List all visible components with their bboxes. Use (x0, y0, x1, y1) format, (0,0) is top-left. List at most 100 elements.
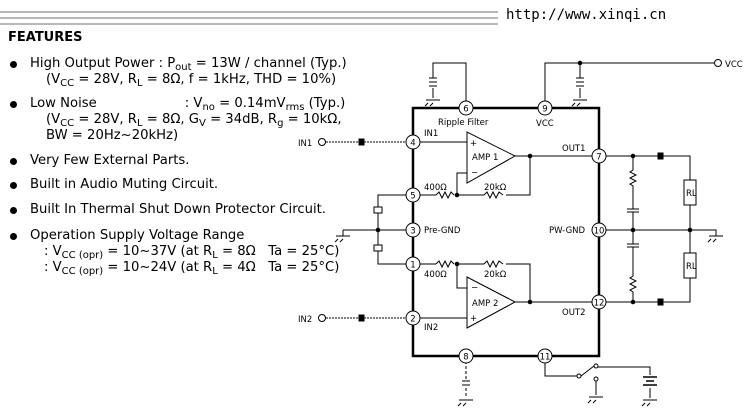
vcc-supply-label: VCC (725, 60, 743, 70)
feature-text: L (136, 118, 143, 129)
rl1-label: RL (686, 189, 697, 199)
resistor-400-label: 400Ω (424, 270, 447, 280)
feature-text: = 10~24V (at R (103, 260, 213, 275)
pin-number: 7 (596, 153, 601, 163)
amp2-feedback-wire (413, 263, 599, 319)
feature-line: Very Few External Parts. (30, 153, 189, 169)
out1-capacitor (657, 152, 664, 160)
feature-text: CC (60, 118, 75, 129)
out1-label: OUT1 (562, 144, 586, 154)
ground-symbol (707, 235, 723, 243)
feature-line: Operation Supply Voltage Range (30, 228, 244, 244)
feature-text: : V (44, 260, 62, 275)
feature-line: High Output Power : Pout = 13W / channel… (30, 56, 347, 73)
feature-text: = 8Ω Ta = 25°C) (217, 244, 340, 259)
pin-3 (405, 222, 421, 238)
feature-text: CC (opr) (61, 266, 104, 277)
pin8-capacitor (462, 380, 470, 386)
feature-text: = 34dB, R (205, 112, 278, 127)
load-resistor-2 (683, 252, 697, 279)
feature-text: Built in Audio Muting Circuit. (30, 177, 219, 192)
feature-line: Built in Audio Muting Circuit. (30, 177, 218, 193)
bullet (10, 182, 17, 189)
bullet (10, 233, 17, 240)
amp1-feedback-wire (413, 141, 599, 196)
pin-number: 4 (410, 139, 415, 149)
pin-number: 10 (594, 227, 605, 237)
ripple-filter-label: Ripple Filter (438, 118, 489, 128)
vcc-wire (544, 62, 714, 108)
feature-text: L (212, 250, 218, 261)
header-rule (0, 17, 498, 19)
vcc-decoupling-capacitor (576, 77, 584, 87)
vcc-pin-label: VCC (536, 119, 554, 129)
feature-text: V (199, 118, 206, 129)
feature-line: BW = 20Hz~20kHz) (46, 128, 178, 144)
feature-text: out (175, 62, 192, 73)
in1-coupling-capacitor (358, 138, 365, 146)
features-heading: FEATURES (8, 30, 83, 45)
header-rule (0, 11, 498, 13)
svg-text:+: + (470, 314, 477, 324)
feature-text: (Typ.) (304, 96, 346, 111)
pw-gnd-label: PW-GND (549, 226, 586, 236)
amp2-feedback-resistors (435, 259, 504, 269)
ground-symbol (334, 230, 350, 243)
feature-line: : VCC (opr) = 10~37V (at RL = 8Ω Ta = 25… (44, 244, 340, 261)
bullet (10, 61, 17, 68)
ground-symbol (457, 399, 473, 407)
out2-capacitor (657, 298, 664, 306)
in2-coupling-capacitor (358, 314, 365, 322)
pin-11 (537, 348, 553, 364)
in2-label: IN2 (298, 315, 312, 325)
battery-symbol (643, 376, 657, 386)
amp2-symbol (466, 276, 517, 329)
feature-text: (V (46, 72, 61, 87)
resistor-20k-label: 20kΩ (484, 183, 507, 193)
feature-text: CC (opr) (61, 250, 104, 261)
pre-gnd-label: Pre-GND (424, 226, 461, 236)
ripple-capacitor (429, 77, 437, 87)
pin-8 (458, 348, 474, 364)
out2-label: OUT2 (562, 308, 586, 318)
feature-text: = 10~37V (at R (103, 244, 213, 259)
in1-label: IN1 (298, 139, 312, 149)
amp1-symbol (466, 131, 517, 184)
bullet (10, 158, 17, 165)
mute-switch-wire (544, 356, 651, 398)
pin-number: 2 (410, 315, 415, 325)
rl2-label: RL (686, 262, 697, 272)
pin-number: 11 (540, 353, 551, 363)
website-url[interactable]: http://www.xinqi.cn (506, 7, 667, 23)
amp2-label: AMP 2 (472, 299, 498, 309)
ground-symbol (571, 99, 587, 107)
pin-number: 9 (542, 105, 547, 115)
feature-text: = 4Ω Ta = 25°C) (217, 260, 340, 275)
pin-number: 5 (410, 192, 415, 202)
feature-text: Low Noise : V (30, 96, 203, 111)
amp1-feedback-resistors (435, 190, 504, 200)
amp1-label: AMP 1 (472, 153, 498, 163)
pin-2 (405, 310, 421, 326)
pin-10 (591, 222, 607, 238)
pin-1 (405, 256, 421, 272)
pin-number: 6 (463, 105, 468, 115)
feature-text: Very Few External Parts. (30, 153, 190, 168)
bullet (10, 207, 17, 214)
in2-terminal (318, 314, 326, 322)
output-wires (599, 155, 717, 303)
in2-pin-label: IN2 (424, 323, 438, 333)
feature-text: g (277, 118, 284, 129)
feature-text: = 0.14mV (214, 96, 286, 111)
feature-text: High Output Power : P (30, 56, 176, 71)
pin-number: 8 (463, 353, 468, 363)
ripple-filter-wire (432, 62, 467, 108)
feature-text: = 28V, R (74, 72, 137, 87)
feature-text: L (212, 266, 218, 277)
pin-5 (405, 187, 421, 203)
feature-text: L (136, 78, 143, 89)
svg-text:−: − (471, 168, 478, 178)
pin-6 (458, 100, 474, 116)
feature-text: (V (46, 112, 61, 127)
